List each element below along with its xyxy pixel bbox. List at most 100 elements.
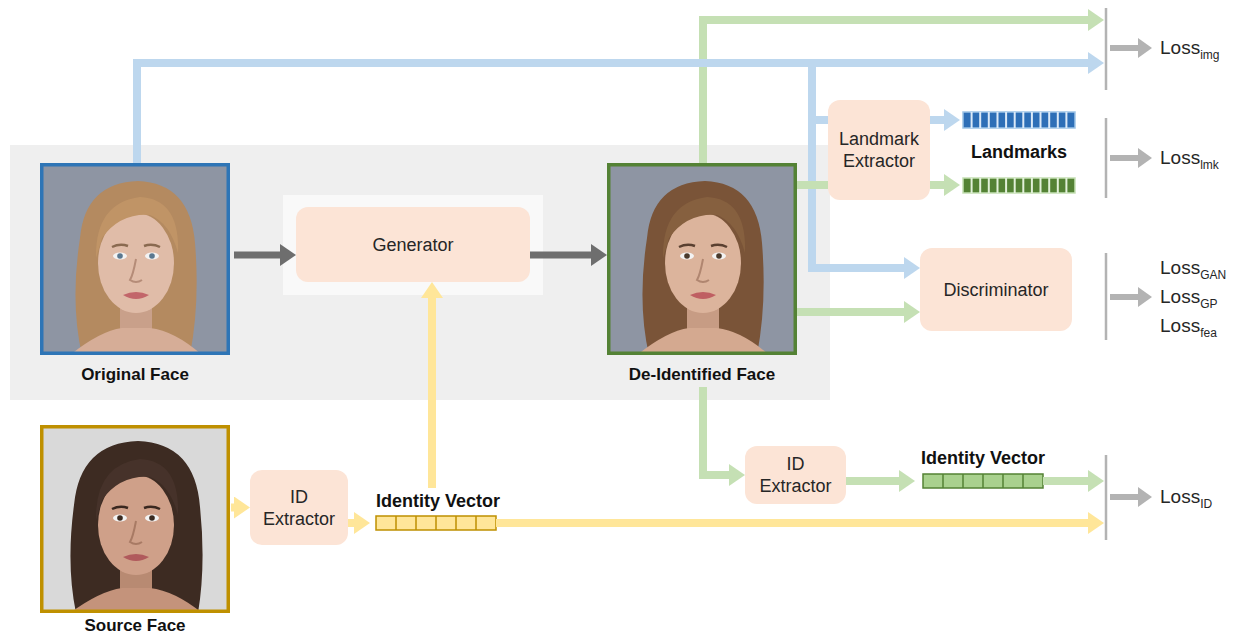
flow-arrow bbox=[348, 519, 354, 527]
flow-arrow bbox=[797, 308, 904, 316]
face-eye bbox=[113, 515, 127, 522]
face-eye bbox=[680, 253, 694, 260]
face-iris bbox=[716, 253, 722, 259]
loss-subscript: GAN bbox=[1200, 268, 1226, 282]
vector-cells bbox=[972, 178, 1067, 193]
vector-cells bbox=[943, 474, 1023, 488]
flow-arrow bbox=[703, 387, 729, 475]
face-image-node: Source Face bbox=[40, 425, 230, 636]
loss-subscript: GP bbox=[1200, 297, 1217, 311]
face-fringe bbox=[96, 197, 178, 258]
loss-subscript: lmk bbox=[1200, 158, 1219, 172]
process-box: Landmark Extractor bbox=[828, 100, 930, 200]
loss-label: Loss bbox=[1160, 486, 1200, 507]
loss-subscript: fea bbox=[1200, 326, 1217, 340]
face-nose bbox=[697, 259, 709, 282]
source-face-photo bbox=[40, 425, 230, 613]
flow-arrow bbox=[428, 298, 436, 488]
node-label: De-Identified Face bbox=[629, 365, 775, 385]
vector-node: Identity Vector bbox=[915, 447, 1051, 490]
label-group: LossGAN bbox=[1160, 257, 1226, 282]
flow-arrow bbox=[137, 63, 828, 163]
vector-cells bbox=[396, 516, 476, 530]
flow-line bbox=[808, 59, 1088, 67]
original-face-photo bbox=[40, 163, 230, 355]
flow-line bbox=[1043, 477, 1088, 485]
landmarks-label: Landmarks bbox=[971, 142, 1067, 162]
face-nose bbox=[130, 259, 142, 282]
process-box: ID Extractor bbox=[745, 446, 846, 504]
flow-arrow bbox=[231, 504, 234, 512]
flow-arrow bbox=[234, 252, 280, 259]
face-eye bbox=[145, 515, 159, 522]
process-box: ID Extractor bbox=[250, 470, 348, 545]
identity-vector bbox=[376, 516, 496, 530]
photo-frame bbox=[609, 165, 796, 354]
face-iris bbox=[149, 253, 155, 259]
face-shoulders bbox=[637, 328, 769, 355]
face-iris bbox=[117, 515, 123, 521]
loss-subscript: ID bbox=[1200, 497, 1212, 511]
node-label: ID Extractor bbox=[751, 453, 840, 497]
face-hair bbox=[70, 441, 202, 613]
flow-arrow bbox=[530, 252, 591, 259]
loss-arrow bbox=[1110, 494, 1138, 500]
loss-label: Loss bbox=[1160, 315, 1200, 336]
label-group: Lossimg bbox=[1160, 37, 1219, 62]
node-label: Landmark Extractor bbox=[834, 128, 924, 172]
landmark-vector bbox=[963, 178, 1075, 193]
photo-frame bbox=[42, 165, 229, 354]
loss-arrow bbox=[1110, 294, 1138, 300]
face-iris bbox=[149, 515, 155, 521]
node-label: Identity Vector bbox=[921, 447, 1045, 469]
face-eye bbox=[145, 253, 159, 260]
process-box: Generator bbox=[296, 207, 530, 282]
flow-arrow bbox=[797, 181, 828, 189]
photo-frame bbox=[42, 427, 229, 612]
photo-background bbox=[40, 163, 230, 355]
vector-cells bbox=[972, 112, 1067, 128]
flow-line bbox=[930, 116, 944, 124]
face-eye bbox=[712, 253, 726, 260]
face-lips bbox=[123, 554, 149, 561]
flow-line bbox=[930, 181, 944, 189]
process-box: Discriminator bbox=[920, 248, 1072, 331]
face-image-node: Original Face bbox=[40, 163, 230, 385]
face-shoulders bbox=[70, 328, 202, 355]
node-label: Discriminator bbox=[943, 279, 1048, 301]
loss-subscript: img bbox=[1200, 48, 1219, 62]
grey-region bbox=[10, 145, 830, 400]
landmark-vector bbox=[963, 112, 1075, 128]
face-shoulders bbox=[70, 588, 202, 613]
loss-label: Loss bbox=[1160, 257, 1200, 278]
face-lips bbox=[690, 292, 716, 299]
loss-bar bbox=[1105, 8, 1108, 540]
face-brows bbox=[679, 245, 727, 247]
label-group: LossGP bbox=[1160, 286, 1217, 311]
loss-label: Loss bbox=[1160, 37, 1200, 58]
face-lips bbox=[123, 292, 149, 299]
face-brows bbox=[112, 245, 160, 247]
face-image-node: De-Identified Face bbox=[607, 163, 797, 385]
loss-arrow bbox=[1110, 155, 1138, 161]
face-iris bbox=[684, 253, 690, 259]
flow-line bbox=[496, 519, 1088, 527]
face-iris bbox=[117, 253, 123, 259]
face-eye bbox=[113, 253, 127, 260]
flow-arrow bbox=[846, 477, 899, 485]
label-group: Lossfea bbox=[1160, 315, 1217, 340]
node-label: Source Face bbox=[84, 616, 185, 636]
deidentified-face-photo bbox=[607, 163, 797, 355]
photo-background bbox=[40, 425, 230, 613]
loss-arrow bbox=[1110, 45, 1138, 51]
loss-label: Loss bbox=[1160, 286, 1200, 307]
generator-panel bbox=[283, 195, 543, 295]
face-brows bbox=[112, 507, 160, 509]
node-label: ID Extractor bbox=[256, 486, 342, 530]
loss-label: Loss bbox=[1160, 147, 1200, 168]
label-group: LossID bbox=[1160, 486, 1212, 511]
label-group: Landmarks bbox=[963, 141, 1075, 163]
node-label: Identity Vector bbox=[376, 490, 500, 512]
identity-vector bbox=[923, 474, 1043, 488]
